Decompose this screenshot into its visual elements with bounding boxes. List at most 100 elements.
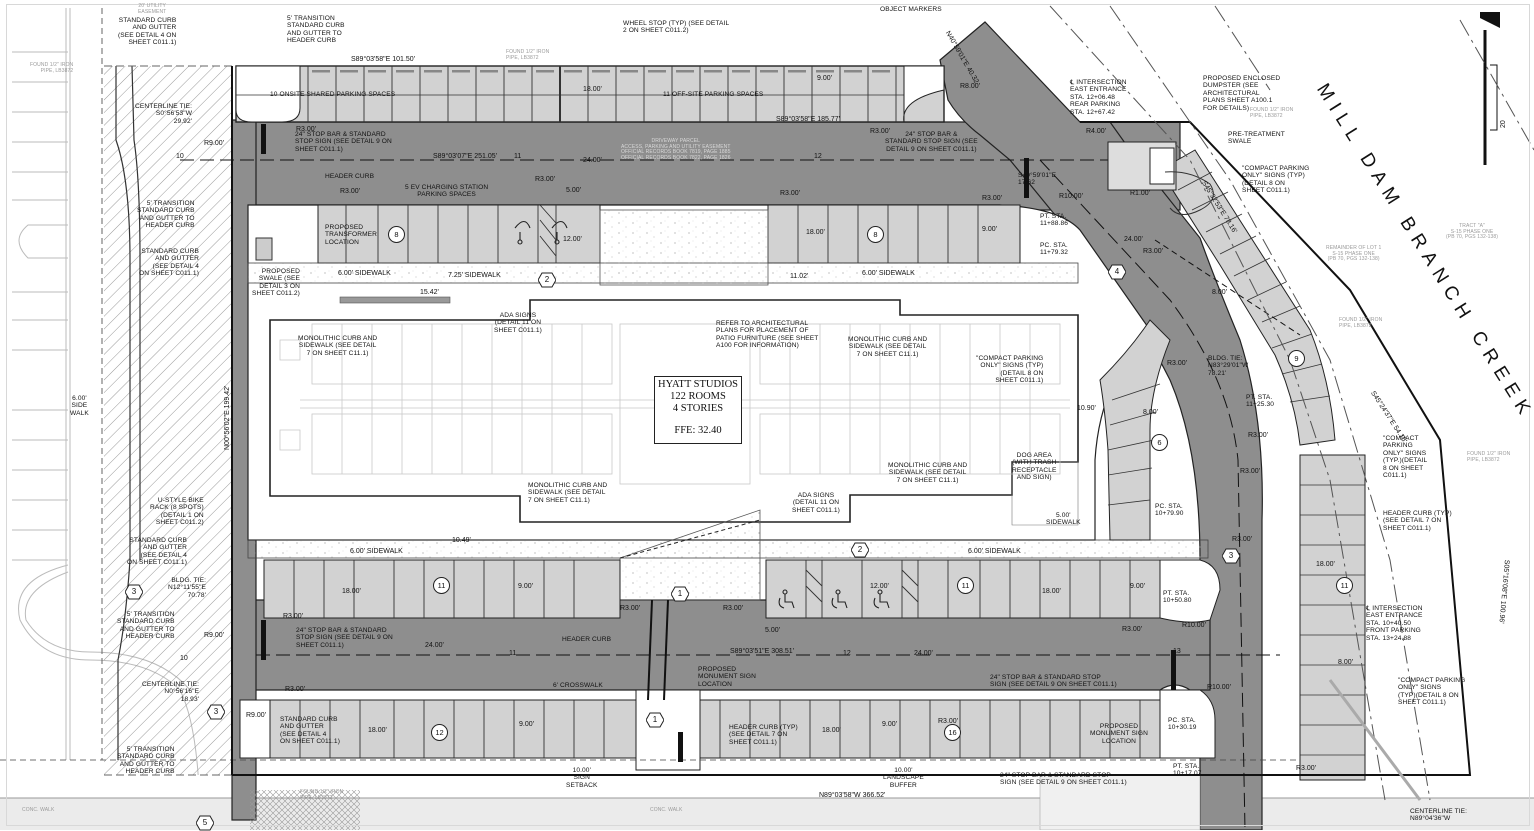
dim-stall-width-5: 9.00' xyxy=(519,721,534,728)
callout-compact-east: "COMPACT PARKING ONLY" SIGNS (TYP.)(DETA… xyxy=(1383,435,1428,480)
callout-ada-signs-top: ADA SIGNS (DETAIL 11 ON SHEET C011.1) xyxy=(494,312,542,334)
note-found-iron-south: FOUND 1/2" IRON PIPE, LB3872 xyxy=(300,789,344,801)
callout-patio-furniture: REFER TO ARCHITECTURAL PLANS FOR PLACEME… xyxy=(716,320,819,350)
dim-r3-mid-right: R3.00' xyxy=(1122,626,1143,633)
callout-centerline-tie-top: CENTERLINE TIE: S0°56'53"W 29.92' xyxy=(135,103,193,125)
dim-r3-curve-5: R3.00' xyxy=(1232,536,1253,543)
note-driveway-parcel: DRIVEWAY PARCEL ACCESS, PARKING AND UTIL… xyxy=(621,138,731,161)
accessible-parking-icons xyxy=(514,220,890,609)
station-pt-1050: PT. STA. 10+50.80 xyxy=(1163,590,1192,605)
dim-r9-top: R9.00' xyxy=(204,140,225,147)
building-name: HYATT STUDIOS xyxy=(657,379,739,390)
dim-r3-north-right: R3.00' xyxy=(780,190,801,197)
note-remainder-lot-1: REMAINDER OF LOT 1 S-15 PHASE ONE (PB 70… xyxy=(1326,245,1382,263)
callout-wheel-stop: WHEEL STOP (TYP) (SEE DETAIL 2 ON SHEET … xyxy=(623,20,730,35)
neighbor-parking-west xyxy=(12,8,201,830)
callout-transition-top: 5' TRANSITION STANDARD CURB AND GUTTER T… xyxy=(287,15,345,45)
dim-ada-stall: 12.00' xyxy=(563,236,582,243)
callout-cl-intersection-rear: ℄ INTERSECTION EAST ENTRANCE STA. 12+06.… xyxy=(1070,79,1127,116)
label-side-walk: 6.00' SIDE WALK xyxy=(70,395,89,417)
callout-transition-left: 5' TRANSITION STANDARD CURB AND GUTTER T… xyxy=(137,200,195,230)
dim-compact-width-east: 8.00' xyxy=(1338,659,1353,666)
callout-dumpster: PROPOSED ENCLOSED DUMPSTER (SEE ARCHITEC… xyxy=(1203,75,1281,112)
dim-stall-depth-4: 18.00' xyxy=(1042,588,1061,595)
wheel-stops xyxy=(312,70,890,73)
dim-r3-east: R3.00' xyxy=(1296,765,1317,772)
dim-stall-depth-6: 18.00' xyxy=(822,727,841,734)
dim-stall-depth-5: 18.00' xyxy=(368,727,387,734)
station-pc-1179: PC. STA. 11+79.32 xyxy=(1040,242,1068,257)
callout-dog-area: DOG AREA (WITH TRASH RECEPTACLE AND SIGN… xyxy=(1012,452,1057,482)
scale-bar-label: 20 xyxy=(1500,120,1507,128)
dim-r3-top-right: R3.00' xyxy=(870,128,891,135)
detail-hex-marker: 2 xyxy=(851,542,869,558)
label-ev-spaces: 5 EV CHARGING STATION PARKING SPACES xyxy=(405,184,489,199)
callout-bike-rack: U-STYLE BIKE RACK (8 SPOTS) (DETAIL 1 ON… xyxy=(150,497,204,527)
bearing-west-boundary: N00°56'02"E 199.42' xyxy=(224,385,231,450)
station-12-top: 12 xyxy=(814,153,822,160)
detail-hex-marker: 3 xyxy=(207,704,225,720)
dim-sidewalk-6-right: 6.00' SIDEWALK xyxy=(862,270,915,277)
dim-r3-top-left: R3.00' xyxy=(296,126,317,133)
north-arrow-scale xyxy=(1480,12,1500,165)
parking-count-marker: 16 xyxy=(944,724,961,741)
detail-hex-marker: 1 xyxy=(671,586,689,602)
bearing-top-boundary-right: S89°03'58"E 185.77' xyxy=(776,116,841,123)
detail-hex-marker: 3 xyxy=(125,584,143,600)
right-of-way-hatch xyxy=(104,66,232,796)
dim-10-90: 10.90' xyxy=(1077,405,1096,412)
dim-r4: R4.00' xyxy=(1086,128,1107,135)
dim-15-42: 15.42' xyxy=(420,289,439,296)
station-10-top: 10 xyxy=(176,153,184,160)
dim-sidewalk-5: 5.00' SIDEWALK xyxy=(1046,512,1081,527)
callout-transformer: PROPOSED TRANSFORMER LOCATION xyxy=(325,224,378,246)
bearing-bldg-tie-east: BLDG. TIE: N83°29'01"W 78.21' xyxy=(1208,355,1249,377)
note-found-iron-north: FOUND 1/2" IRON PIPE, LB3872 xyxy=(506,49,550,61)
detail-hex-marker: 1 xyxy=(646,712,664,728)
callout-stop-bar-bottom: 24" STOP BAR & STANDARD STOP SIGN (SEE D… xyxy=(1000,772,1127,787)
callout-stop-bar-bottom-right: 24" STOP BAR & STANDARD STOP SIGN (SEE D… xyxy=(990,674,1117,689)
callout-monolithic-bottom-left: MONOLITHIC CURB AND SIDEWALK (SEE DETAIL… xyxy=(528,482,608,504)
dim-drive-aisle-curve: 24.00' xyxy=(1124,236,1143,243)
dim-ev-gap: 5.00' xyxy=(566,187,581,194)
callout-transition-bottom: 5' TRANSITION STANDARD CURB AND GUTTER T… xyxy=(117,746,175,776)
label-offsite-spaces: 11 OFF-SITE PARKING SPACES xyxy=(663,91,764,98)
callout-monolithic-top-right: MONOLITHIC CURB AND SIDEWALK (SEE DETAIL… xyxy=(848,336,928,358)
station-12-mid: 12 xyxy=(843,650,851,657)
parking-count-marker: 11 xyxy=(957,577,974,594)
dim-stall-depth-east: 18.00' xyxy=(1316,561,1335,568)
dim-r3-curve: R3.00' xyxy=(1143,248,1164,255)
dim-ev-gap-2: 5.00' xyxy=(765,627,780,634)
detail-hex-marker: 5 xyxy=(196,815,214,831)
callout-swale: PROPOSED SWALE (SEE DETAIL 3 ON SHEET C0… xyxy=(252,268,300,298)
dim-r1: R1.00' xyxy=(1130,190,1151,197)
callout-standard-curb-bottom: STANDARD CURB AND GUTTER (SEE DETAIL 4 O… xyxy=(280,716,340,746)
dim-stall-width-6: 9.00' xyxy=(882,721,897,728)
label-onsite-spaces: 10 ONSITE SHARED PARKING SPACES xyxy=(270,91,396,98)
dim-drive-aisle-mid: 24.00' xyxy=(425,642,444,649)
dim-r10-top: R10.00' xyxy=(1059,193,1083,200)
dim-stall-width-3: 9.00' xyxy=(518,583,533,590)
station-pt-1125: PT. STA. 11+25.30 xyxy=(1246,394,1274,409)
building-info-box: HYATT STUDIOS 122 ROOMS 4 STORIES FFE: 3… xyxy=(654,376,742,444)
callout-compact-mid: "COMPACT PARKING ONLY" SIGNS (TYP) (DETA… xyxy=(976,355,1044,385)
callout-centerline-tie-lower: CENTERLINE TIE: N0°56'16"E 18.93' xyxy=(142,681,200,703)
parking-count-marker: 11 xyxy=(433,577,450,594)
station-11-mid: 11 xyxy=(509,650,517,657)
parking-count-marker: 6 xyxy=(1151,434,1168,451)
dim-sidewalk-6-mid-right: 6.00' SIDEWALK xyxy=(968,548,1021,555)
note-found-iron-west: FOUND 1/2" IRON PIPE, LB3872 xyxy=(30,62,74,74)
detail-hex-marker: 4 xyxy=(1108,264,1126,280)
callout-header-curb-top: HEADER CURB xyxy=(325,173,375,180)
station-pc-1079: PC. STA. 10+79.90 xyxy=(1155,503,1184,518)
station-pt-1188: PT. STA. 11+88.86 xyxy=(1040,213,1068,228)
dim-r3-curve-3: R3.00' xyxy=(1248,432,1269,439)
callout-standard-curb-top: STANDARD CURB AND GUTTER (SEE DETAIL 4 O… xyxy=(118,17,177,47)
dim-r3-bottom-left: R3.00' xyxy=(285,686,306,693)
building-stories: 4 STORIES xyxy=(672,403,724,414)
station-11-top: 11 xyxy=(514,153,522,160)
label-sign-setback: 10.00' SIGN SETBACK xyxy=(566,767,598,789)
dim-11-02: 11.02' xyxy=(790,273,809,280)
dim-stall-width: 9.00' xyxy=(817,75,832,82)
callout-compact-bottom-right: "COMPACT PARKING ONLY" SIGNS (TYP)(DETAI… xyxy=(1398,677,1466,707)
